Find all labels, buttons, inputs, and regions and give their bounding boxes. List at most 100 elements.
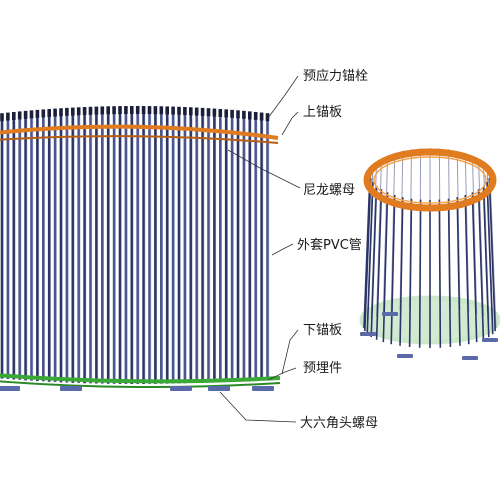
embedded-foot-small	[382, 312, 398, 316]
bolt-top-nut	[47, 109, 51, 118]
bolt-rod-small	[390, 195, 396, 345]
bolt-top-nut	[100, 106, 105, 115]
bolt-rod-small	[447, 198, 452, 348]
bolt-top-nut	[12, 111, 16, 120]
embedded-foot-small	[482, 338, 498, 342]
embedded-part-feet-large	[0, 386, 274, 391]
bolt-rod-small	[418, 199, 422, 348]
upper-anchor-plate-ring-small-inner	[373, 156, 487, 204]
bolt-top-nut	[259, 112, 264, 121]
embedded-foot	[60, 386, 82, 391]
bolt-top-nut	[200, 107, 205, 116]
bolt-top-nut	[41, 109, 46, 118]
bolt-top-nut	[112, 106, 116, 115]
bolt-rod-small	[399, 197, 404, 346]
bolt-top-nut	[82, 107, 87, 116]
label-prestressed-anchor-bolt: 预应力锚栓	[303, 68, 368, 84]
bolt-top-nut	[53, 108, 57, 117]
label-hex-nut: 大六角头螺母	[300, 416, 378, 431]
embedded-foot-small	[462, 356, 478, 360]
bolt-rod-small	[370, 185, 378, 338]
bolt-top-nut	[165, 106, 169, 115]
bolt-top-nut	[159, 106, 164, 115]
bolt-top-nut	[76, 107, 81, 116]
upper-anchor-plate-ring-large	[0, 124, 279, 140]
bolt-top-nut	[17, 111, 22, 120]
bolt-top-nut	[183, 107, 187, 116]
embedded-foot	[208, 386, 230, 391]
lower-anchor-plate-ring-large	[0, 373, 281, 384]
bolt-top-nut	[6, 112, 10, 121]
embedded-foot	[252, 386, 274, 391]
bolt-rod-small	[438, 199, 442, 348]
bolt-top-nut	[141, 106, 146, 115]
label-lower-anchor-plate: 下锚板	[303, 323, 342, 338]
label-upper-anchor-plate: 上锚板	[303, 105, 342, 120]
leader-pvc	[271, 243, 294, 256]
bolt-top-nut	[135, 106, 140, 115]
bolt-rod-small	[456, 197, 461, 346]
bolt-top-nut	[71, 107, 75, 116]
bolt-rod-small	[390, 152, 396, 312]
callout-labels: 预应力锚栓 上锚板 尼龙螺母 外套PVC管 下锚板 预埋件 大六角头螺母	[297, 68, 378, 431]
bolt-rod-small	[477, 189, 485, 340]
bolt-rod-small	[382, 192, 389, 343]
bolt-top-nut	[0, 113, 4, 122]
bolt-top-nut	[94, 106, 99, 115]
bolt-rod-small	[486, 182, 494, 335]
bolt-rod-small	[375, 189, 383, 340]
bolt-top-nut	[189, 107, 193, 116]
leader-nylon-nut	[227, 149, 301, 189]
upper-anchor-plate-ring-large-back	[0, 135, 279, 144]
label-pvc-sleeve: 外套PVC管	[297, 237, 362, 253]
leader-lines	[219, 75, 301, 423]
bolt-top-nut	[253, 111, 258, 120]
embedded-foot-small	[397, 354, 413, 358]
bolt-rod-small	[363, 173, 371, 329]
bolt-top-nut	[206, 108, 211, 117]
bolt-top-nut	[106, 106, 110, 115]
leader-lower-plate	[281, 329, 299, 375]
bolt-top-nut	[118, 106, 122, 115]
bolt-top-nut	[218, 108, 223, 117]
leader-hex-nut	[219, 391, 297, 423]
bolt-top-nut	[130, 106, 134, 115]
leader-embedded-part	[267, 367, 297, 381]
bolt-top-nut	[88, 106, 93, 115]
bolt-top-nut	[224, 109, 228, 118]
bolt-top-nut	[212, 108, 217, 117]
bolt-top-nut	[153, 106, 158, 115]
bolt-top-nut	[35, 109, 40, 118]
embedded-foot-small	[360, 332, 376, 336]
bolt-rod-small	[471, 192, 478, 343]
bolt-rod-small	[489, 173, 497, 329]
bolt-top-nut	[65, 107, 69, 116]
lower-anchor-plate-ring-large-2	[0, 380, 281, 389]
embedded-foot	[0, 386, 20, 391]
bolt-tops-large	[0, 106, 270, 122]
bolt-rods-small-front	[363, 173, 496, 348]
bolt-rod-small	[382, 155, 389, 314]
embedded-part-feet-small	[360, 312, 498, 360]
upper-anchor-plate-ring-small	[363, 148, 497, 212]
bolt-top-nut	[147, 106, 152, 115]
bolt-top-nut	[248, 111, 252, 120]
bolt-rod-small	[366, 182, 374, 335]
bolt-top-nut	[59, 108, 63, 117]
bolt-rod-small	[464, 195, 470, 345]
bolt-top-nut	[242, 110, 246, 119]
bolt-rod-small	[408, 198, 413, 348]
bolt-top-nut	[124, 106, 128, 115]
bolt-top-nut	[230, 109, 234, 118]
bolt-rods-large	[0, 112, 270, 384]
embedded-foot	[170, 386, 192, 391]
bolt-rod-small	[364, 178, 372, 332]
leader-upper-plate	[281, 111, 299, 136]
bolt-rod-small	[488, 178, 496, 332]
bolt-top-nut	[265, 113, 270, 122]
label-nylon-nut: 尼龙螺母	[303, 183, 355, 198]
bolt-rod-small	[471, 155, 478, 314]
bolt-rod-small	[464, 152, 470, 312]
bolt-top-nut	[23, 110, 28, 119]
